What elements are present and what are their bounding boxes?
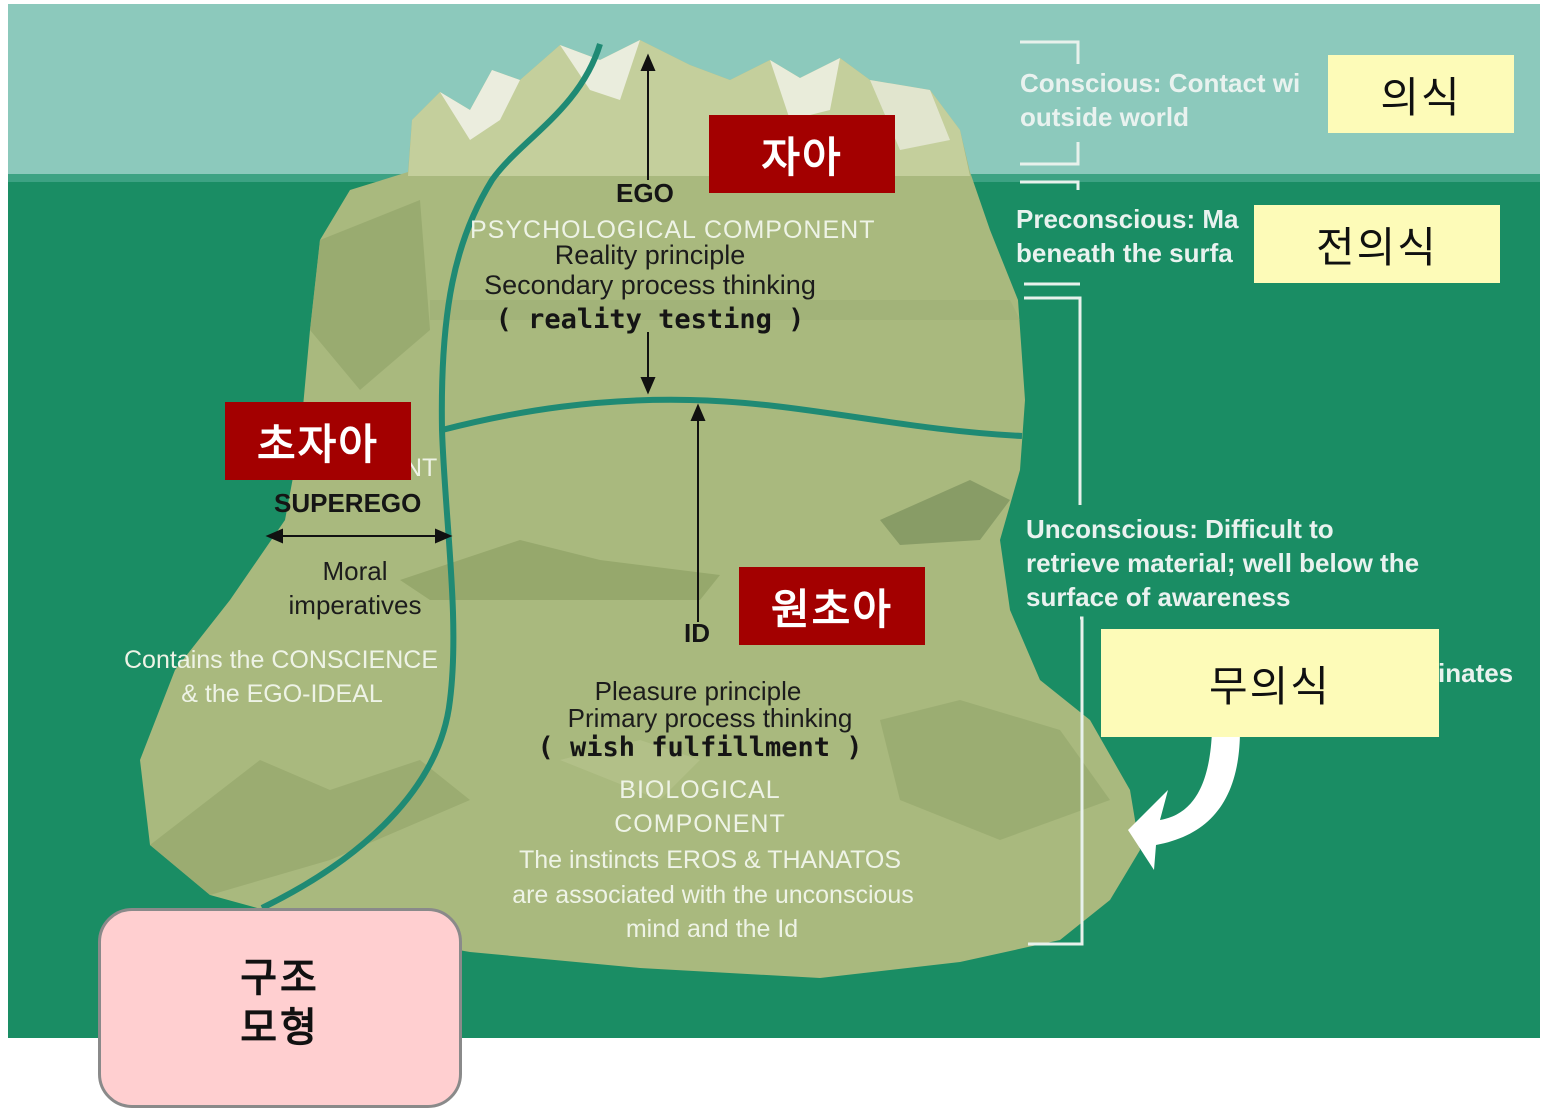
unconscious-description: Unconscious: Difficult to [1026, 514, 1334, 544]
tag-id-korean: 원초아 [739, 567, 925, 645]
structure-model-box: 구조 모형 [98, 908, 462, 1108]
tag-superego-korean: 초자아 [225, 402, 411, 480]
ego-title: EGO [616, 178, 674, 208]
structure-model-label: 구조 모형 [240, 955, 320, 1051]
superego-boundary-line [260, 43, 603, 911]
superego-title: SUPEREGO [274, 488, 422, 518]
ego-id-boundary-line [441, 396, 1023, 439]
id-mind: mind and the Id [625, 915, 799, 943]
id-pleasure-principle: Pleasure principle [594, 676, 802, 706]
superego-conscience: Contains the CONSCIENCE [124, 646, 439, 674]
unconscious-description-line3: surface of awareness [1026, 582, 1291, 612]
tag-ego-korean: 자아 [709, 115, 895, 193]
id-biological: BIOLOGICAL [619, 776, 781, 804]
iceberg-diagram: Conscious: Contact wi outside world Prec… [8, 4, 1540, 1108]
superego-moral: Moral [322, 556, 388, 586]
arrows [265, 53, 706, 622]
preconscious-description: Preconscious: Ma [1016, 204, 1239, 234]
tag-unconscious-korean: 무의식 [1101, 629, 1439, 737]
unconscious-fragment-text: inates [1438, 658, 1514, 688]
ego-secondary-process: Secondary process thinking [484, 270, 816, 300]
preconscious-description-line2: beneath the surfa [1016, 238, 1233, 268]
id-instincts: The instincts EROS & THANATOS [518, 846, 902, 874]
conscious-description-line2: outside world [1020, 102, 1189, 132]
id-wish-fulfillment: ( wish fulfillment ) [537, 732, 863, 763]
id-title: ID [684, 618, 710, 648]
curved-arrow [1128, 730, 1240, 870]
tag-conscious-korean: 의식 [1328, 55, 1514, 133]
id-associated: are associated with the unconscious [512, 881, 914, 909]
id-primary-process: Primary process thinking [567, 703, 853, 733]
superego-imperatives: imperatives [288, 590, 422, 620]
ego-reality-principle: Reality principle [554, 240, 746, 270]
conscious-description: Conscious: Contact wi [1020, 68, 1301, 98]
id-component: COMPONENT [614, 810, 786, 838]
tag-preconscious-korean: 전의식 [1254, 205, 1500, 283]
unconscious-description-line2: retrieve material; well below the [1026, 548, 1420, 578]
level-brackets [1020, 40, 1084, 946]
ego-reality-testing: ( reality testing ) [495, 304, 805, 335]
superego-ego-ideal: & the EGO-IDEAL [181, 680, 383, 708]
ego-component: PSYCHOLOGICAL COMPONENT [470, 216, 876, 244]
